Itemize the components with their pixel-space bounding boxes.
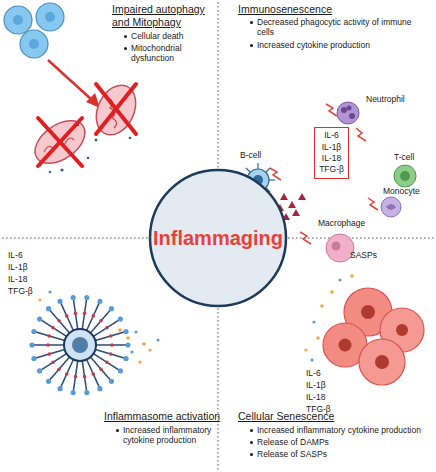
bullet-text: Release of SASPs [250, 449, 436, 459]
cytokine-name: IL-18 [322, 153, 341, 164]
sasp-dots [304, 274, 353, 361]
section-heading: Impaired autophagy and Mitophagy [112, 3, 216, 28]
central-circle: Inflammaging [148, 168, 288, 308]
cytokine-name: IL-18 [306, 392, 325, 402]
cell-cluster [4, 3, 64, 58]
bullet-text: Increased inflammatory cytokine producti… [250, 425, 436, 435]
lightning-bolt [270, 104, 378, 244]
center-title: Inflammaging [153, 226, 283, 250]
mitochondrion [27, 79, 143, 173]
cell-name: T-cell [394, 152, 414, 162]
section-heading: Inflammasome activation [104, 410, 220, 423]
bullet-text: Mitochondrial dysfunction [124, 43, 223, 63]
cell-name: Macrophage [318, 218, 365, 228]
red-arrow [48, 60, 100, 108]
cytokine-name: IL-6 [8, 250, 23, 260]
section-heading: Cellular Senescence [238, 410, 334, 423]
cytokine-dots [38, 290, 159, 363]
bullet-text: Increased inflammatory cytokine producti… [116, 425, 235, 445]
cytokine-box: IL-6IL-1βIL-18TFG-β [314, 127, 349, 179]
cytokine-name: IL-1β [306, 380, 326, 390]
cytokine-name: IL-18 [8, 274, 27, 284]
cytokine-name: IL-1β [8, 262, 28, 272]
cytokine-name: IL-6 [324, 130, 339, 141]
senescent-cells [323, 288, 424, 385]
section-heading: Immunosenescence [238, 3, 332, 16]
cytokine-name: IL-1β [322, 142, 342, 153]
cell-name: B-cell [240, 150, 261, 160]
bullet-text: Decreased phagocytic activity of immune … [250, 17, 427, 37]
cell-name: Monocyte [383, 186, 420, 196]
circle-shape [150, 170, 286, 306]
bullet-text: Increased cytokine production [250, 40, 427, 50]
bullet-text: Release of DAMPs [250, 437, 436, 447]
cytokine-name: TFG-β [319, 164, 344, 175]
cytokine-name: TFG-β [8, 286, 33, 296]
cytokine-name: IL-6 [306, 368, 321, 378]
cell-name: Neutrophil [366, 94, 405, 104]
sasp-label: SASPs [350, 250, 377, 260]
cross-mark [38, 84, 136, 166]
inflammasome-icon [29, 295, 130, 395]
bullet-text: Cellular death [124, 31, 183, 41]
